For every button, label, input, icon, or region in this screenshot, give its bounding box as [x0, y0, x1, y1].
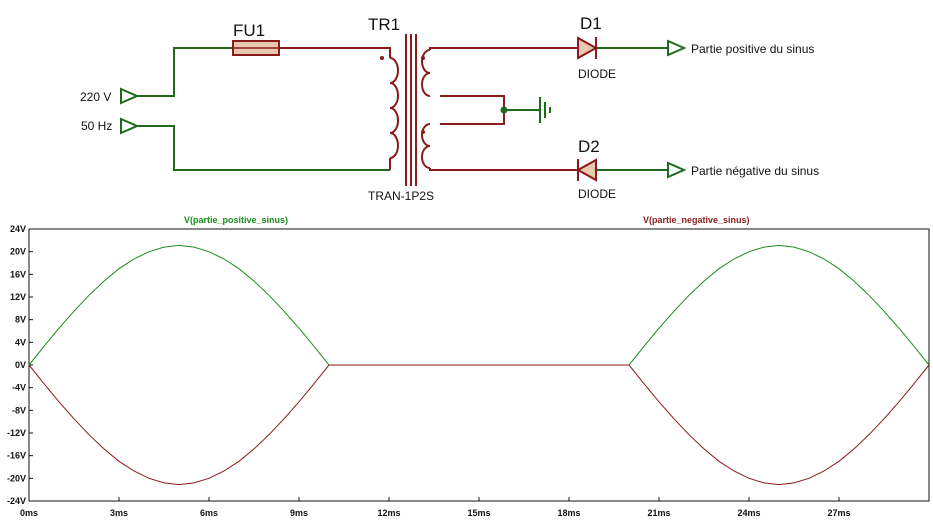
output-port-negative[interactable] — [667, 161, 687, 179]
output-positive-label: Partie positive du sinus — [691, 42, 814, 56]
transformer-dot-secondary-bottom — [421, 130, 425, 134]
primary-wires — [143, 47, 668, 171]
y-tick-label: -8V — [12, 405, 26, 415]
y-tick-label: 16V — [10, 269, 26, 279]
x-tick-label: 24ms — [737, 508, 760, 518]
output-negative-label: Partie négative du sinus — [691, 164, 819, 178]
y-tick-label: 24V — [10, 224, 26, 234]
diode2-model-label: DIODE — [578, 187, 616, 201]
input-port-220v[interactable] — [120, 87, 140, 105]
output-port-positive[interactable] — [667, 39, 687, 57]
legend-positive-trace[interactable]: V(partie_positive_sinus) — [184, 215, 288, 225]
x-tick-label: 3ms — [110, 508, 128, 518]
x-axis: 0ms 3ms 6ms 9ms 12ms 15ms 18ms 21ms 24ms 27ms — [20, 497, 851, 518]
diode1-model-label: DIODE — [578, 67, 616, 81]
x-tick-label: 6ms — [200, 508, 218, 518]
circuit-schematic: 220 V 50 Hz FU1 TR1 TRAN-1P2S D1 DIODE D… — [80, 14, 819, 203]
transformer-model-label: TRAN-1P2S — [368, 189, 434, 203]
diode-d1-symbol[interactable] — [577, 36, 599, 60]
legend-negative-trace[interactable]: V(partie_negative_sinus) — [643, 215, 750, 225]
x-tick-label: 0ms — [20, 508, 38, 518]
input-port-50hz[interactable] — [120, 117, 140, 135]
y-tick-label: 12V — [10, 292, 26, 302]
y-tick-label: 4V — [15, 337, 26, 347]
diode-d2-symbol[interactable] — [575, 158, 597, 182]
y-tick-label: 20V — [10, 247, 26, 257]
x-tick-label: 18ms — [557, 508, 580, 518]
y-tick-label: 0V — [15, 360, 26, 370]
transformer-dot-secondary-top — [421, 56, 425, 60]
y-tick-label: 8V — [15, 315, 26, 325]
diode2-ref-label: D2 — [578, 137, 600, 156]
transformer-dot-primary — [380, 56, 384, 60]
junction-dot — [500, 106, 508, 114]
y-tick-label: -20V — [7, 473, 26, 483]
y-tick-label: -4V — [12, 383, 26, 393]
x-tick-label: 27ms — [827, 508, 850, 518]
y-axis: 24V 20V 16V 12V 8V 4V 0V -4V -8V -12V -16V -20V -24V — [7, 224, 33, 506]
traces — [28, 244, 930, 486]
input-frequency-label: 50 Hz — [81, 119, 112, 133]
diode1-ref-label: D1 — [580, 14, 602, 33]
ground-icon[interactable] — [539, 97, 551, 123]
transformer-symbol[interactable] — [389, 34, 431, 186]
fuse-ref-label: FU1 — [233, 21, 265, 40]
y-tick-label: -12V — [7, 428, 26, 438]
waveform-plot[interactable]: V(partie_positive_sinus) V(partie_negati… — [0, 206, 933, 528]
x-tick-label: 15ms — [467, 508, 490, 518]
x-tick-label: 21ms — [647, 508, 670, 518]
x-tick-label: 9ms — [290, 508, 308, 518]
input-voltage-label: 220 V — [80, 90, 111, 104]
x-tick-label: 12ms — [377, 508, 400, 518]
series-negative-line — [28, 364, 930, 486]
transformer-ref-label: TR1 — [368, 15, 400, 34]
y-tick-label: -16V — [7, 451, 26, 461]
y-tick-label: -24V — [7, 496, 26, 506]
